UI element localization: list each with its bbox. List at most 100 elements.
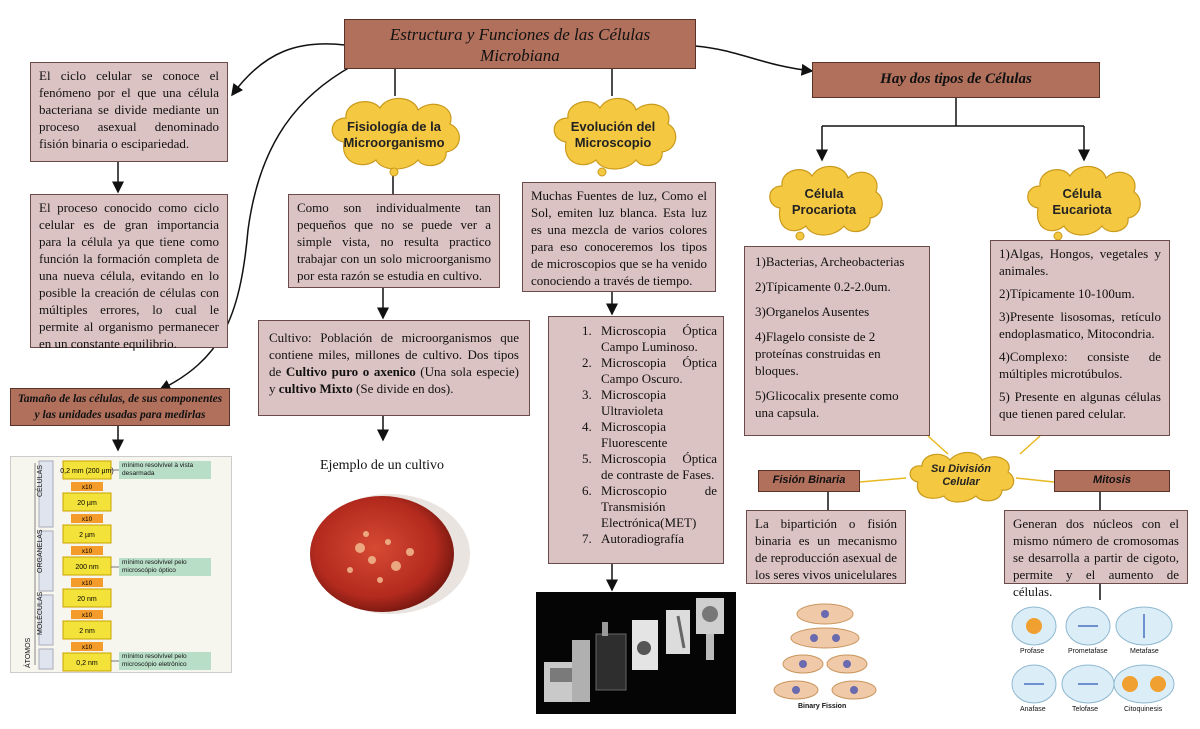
phase-metafase: Metafase <box>1130 648 1159 655</box>
procariota-item: 1)Bacterias, Archeobacterias <box>755 254 905 269</box>
procariota-box: 1)Bacterias, Archeobacterias 2)Típicamen… <box>744 246 930 436</box>
scale-unit-box <box>62 556 112 576</box>
eucariota-item: 5) Presente en algunas células que tiene… <box>999 389 1161 421</box>
scale-unit-label: 0,2 nm <box>76 660 98 667</box>
scale-note-eye: mínimo resolvível à vista desarmada <box>122 462 194 477</box>
phase-anafase: Anafase <box>1020 706 1046 713</box>
scale-unit-box <box>62 492 112 512</box>
scale-unit-box <box>62 524 112 544</box>
procariota-item: 5)Glicocalix presente como una capsula. <box>755 388 899 420</box>
evolucion-cloud: Evolución del Microscopio <box>546 92 680 178</box>
tamano-header: Tamaño de las células, de sus componente… <box>10 388 230 426</box>
eucariota-item: 1)Algas, Hongos, vegetales y animales. <box>999 246 1161 278</box>
mitosis-box: Generan dos núcleos con el mismo número … <box>1004 510 1188 599</box>
scale-factor-box <box>71 514 103 523</box>
microscopios-box: Microscopia Óptica Campo Luminoso.Micros… <box>548 316 724 564</box>
scale-unit-label: 20 µm <box>77 500 97 507</box>
phase-prometafase: Prometafase <box>1068 648 1108 655</box>
phase-telofase: Telofase <box>1072 706 1099 713</box>
cultivo-box: Cultivo: Población de microorganismos qu… <box>258 320 530 416</box>
scale-factor-box <box>71 546 103 555</box>
evolucion-label: Evolución del Microscopio <box>570 119 656 150</box>
scale-unit-label: 2 nm <box>79 628 95 635</box>
microscopio-item: Microscopia Óptica de contraste de Fases… <box>595 451 717 483</box>
scale-unit-box <box>62 588 112 608</box>
scale-unit-box <box>62 652 112 672</box>
luz-box: Muchas Fuentes de luz, Como el Sol, emit… <box>522 182 716 292</box>
scale-group-organelas: ORGANELAS <box>37 529 44 573</box>
microscopio-item: Microscopio de Transmisión Electrónica(M… <box>595 483 717 531</box>
procariota-item: 3)Organelos Ausentes <box>755 304 870 319</box>
scale-unit-label: 20 nm <box>77 596 97 603</box>
microscopes-drawing <box>544 598 724 702</box>
cultivo-text-2: (Una sola especie) y <box>269 364 519 396</box>
binary-fission-caption: Binary Fission <box>798 703 847 710</box>
scale-figure: 0,2 mm (200 µm) x10 20 µm x10 2 µm x10 200 nm x… <box>10 456 232 673</box>
eucariota-item: 4)Complexo: consiste de múltiples microt… <box>999 349 1161 381</box>
scale-factor-label: x10 <box>82 612 93 619</box>
scale-factor-label: x10 <box>82 644 93 651</box>
division-label: Su División Celular <box>931 463 991 488</box>
scale-factor-label: x10 <box>82 484 93 491</box>
fisiologia-label: Fisiología de la Microorganismo <box>343 119 445 150</box>
scale-unit-box <box>62 620 112 640</box>
binary-fission-figure: Binary Fission <box>768 600 882 716</box>
microscopes-photo <box>536 592 736 714</box>
fision-box: La bipartición o fisión binaria es un me… <box>746 510 906 584</box>
division-cloud: Su División Celular <box>904 448 1018 504</box>
microscopio-item: Microscopia Óptica Campo Oscuro. <box>595 355 717 387</box>
mitosis-drawing <box>1011 606 1175 704</box>
procariota-item: 2)Típicamente 0.2-2.0um. <box>755 279 891 294</box>
binary-fission-drawing <box>773 603 877 700</box>
eucariota-box: 1)Algas, Hongos, vegetales y animales. 2… <box>990 240 1170 436</box>
microscopio-item: Microscopia Ultravioleta <box>595 387 717 419</box>
main-title-line2: Microbiana <box>480 46 560 65</box>
scale-group-cells: CÉLULAS <box>37 465 44 497</box>
scale-factor-box <box>71 578 103 587</box>
scale-factor-box <box>71 642 103 651</box>
fisiologia-cloud: Fisiología de la Microorganismo <box>322 92 466 178</box>
fisiologia-box: Como son individualmente tan pequeños qu… <box>288 194 500 288</box>
scale-unit-label: 2 µm <box>79 532 95 539</box>
scale-factor-label: x10 <box>82 516 93 523</box>
scale-group-atomos: ÁTOMOS <box>25 637 32 668</box>
microscopio-item: Microscopia Fluorescente <box>595 419 717 451</box>
scale-chart: 0,2 mm (200 µm) x10 20 µm x10 2 µm x10 200 nm x… <box>34 460 211 672</box>
cloud-shape <box>909 451 1015 503</box>
phase-citoquinesis: Citoquinesis <box>1124 706 1163 713</box>
cloud-shape <box>1027 165 1141 241</box>
eucariota-item: 2)Típicamente 10-100um. <box>999 286 1135 301</box>
cultivo-puro: Cultivo puro o axenico <box>285 364 416 379</box>
scale-factor-box <box>71 482 103 491</box>
main-title-line1: Estructura y Funciones de las Células <box>389 25 651 44</box>
eucariota-label: Célula Eucariota <box>1052 186 1112 217</box>
microscopio-item: Microscopia Óptica Campo Luminoso. <box>595 323 717 355</box>
mitosis-figure: Profase Prometafase Metafase Anafase Tel… <box>1006 600 1192 720</box>
scale-unit-label: 200 nm <box>75 564 99 571</box>
scale-group-moleculas: MOLÉCULAS <box>37 591 44 635</box>
cultivo-text-1: Cultivo: Población de microorganismos qu… <box>269 330 519 379</box>
cloud-shape <box>553 97 677 177</box>
proceso-ciclo-box: El proceso conocido como ciclo celular e… <box>30 194 228 351</box>
scale-unit-label: 0,2 mm (200 µm) <box>60 468 113 475</box>
procariota-label: Célula Procariota <box>791 186 857 217</box>
cultivo-mixto: cultivo Mixto <box>278 381 353 396</box>
cloud-shape <box>331 97 460 177</box>
scale-factor-label: x10 <box>82 548 93 555</box>
eucariota-cloud: Célula Eucariota <box>1020 160 1144 244</box>
scale-factor-label: x10 <box>82 580 93 587</box>
cloud-shape <box>769 165 883 241</box>
scale-note-electron: mínimo resolvível pelo microscópio eletr… <box>122 653 187 668</box>
phase-profase: Profase <box>1020 648 1045 655</box>
petri-dish-image <box>310 494 470 614</box>
mitosis-header: Mitosis <box>1054 470 1170 492</box>
microscopio-item: Autoradiografía <box>595 531 717 547</box>
procariota-cloud: Célula Procariota <box>762 160 886 244</box>
scale-note-optical: mínimo resolvível pelo microscópio óptic… <box>122 559 187 574</box>
tipos-header: Hay dos tipos de Células <box>812 62 1100 98</box>
cultivo-text-3: (Se divide en dos). <box>352 381 454 396</box>
microscopios-list: Microscopia Óptica Campo Luminoso.Micros… <box>555 323 717 547</box>
ejemplo-label: Ejemplo de un cultivo <box>320 458 445 473</box>
procariota-item: 4)Flagelo consiste de 2 proteínas constr… <box>755 329 881 378</box>
